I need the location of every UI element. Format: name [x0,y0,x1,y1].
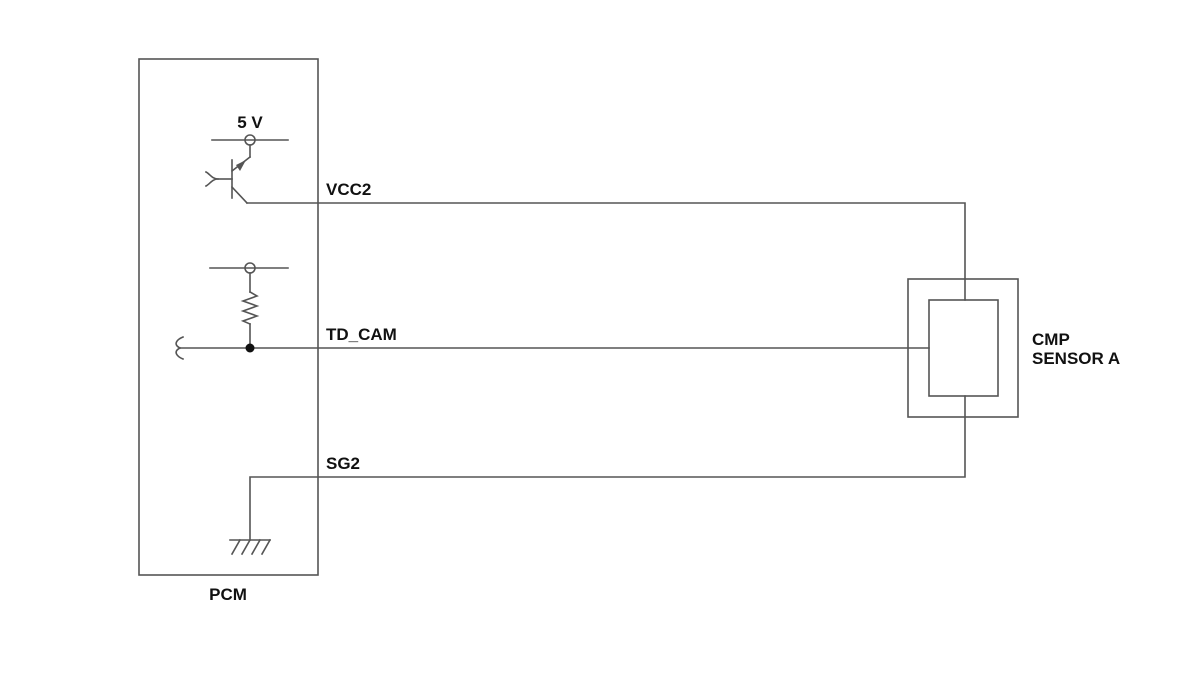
junction-dot [245,343,255,353]
vcc2-wire [246,202,966,301]
vcc2-label: VCC2 [326,180,371,199]
sensor-inner-box [928,299,999,397]
td-cam-label: TD_CAM [326,325,397,344]
pullup-rail [209,262,289,293]
sensor-label-line1: CMP [1032,330,1070,349]
sensor-label-line2: SENSOR A [1032,349,1120,368]
supply-label: 5 V [237,113,263,132]
pcm-module-box [138,58,319,576]
sg2-wire [249,395,966,541]
supply-rail-5v [211,134,289,158]
ground-icon [229,538,272,556]
pcm-label: PCM [209,585,247,604]
td-cam-wire [175,335,930,361]
sensor-outer-box [907,278,1019,418]
resistor-icon [240,290,260,349]
transistor-icon [204,155,252,205]
sg2-label: SG2 [326,454,360,473]
